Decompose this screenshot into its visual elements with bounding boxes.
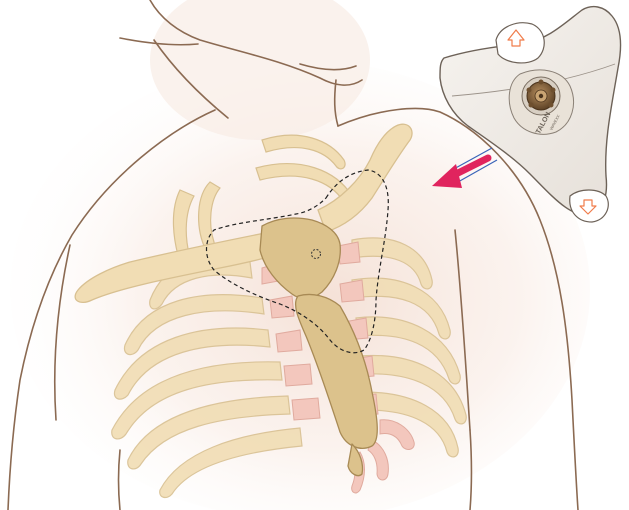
top-tab	[496, 23, 544, 63]
bottom-tab	[570, 190, 609, 222]
left-flank	[119, 450, 121, 510]
